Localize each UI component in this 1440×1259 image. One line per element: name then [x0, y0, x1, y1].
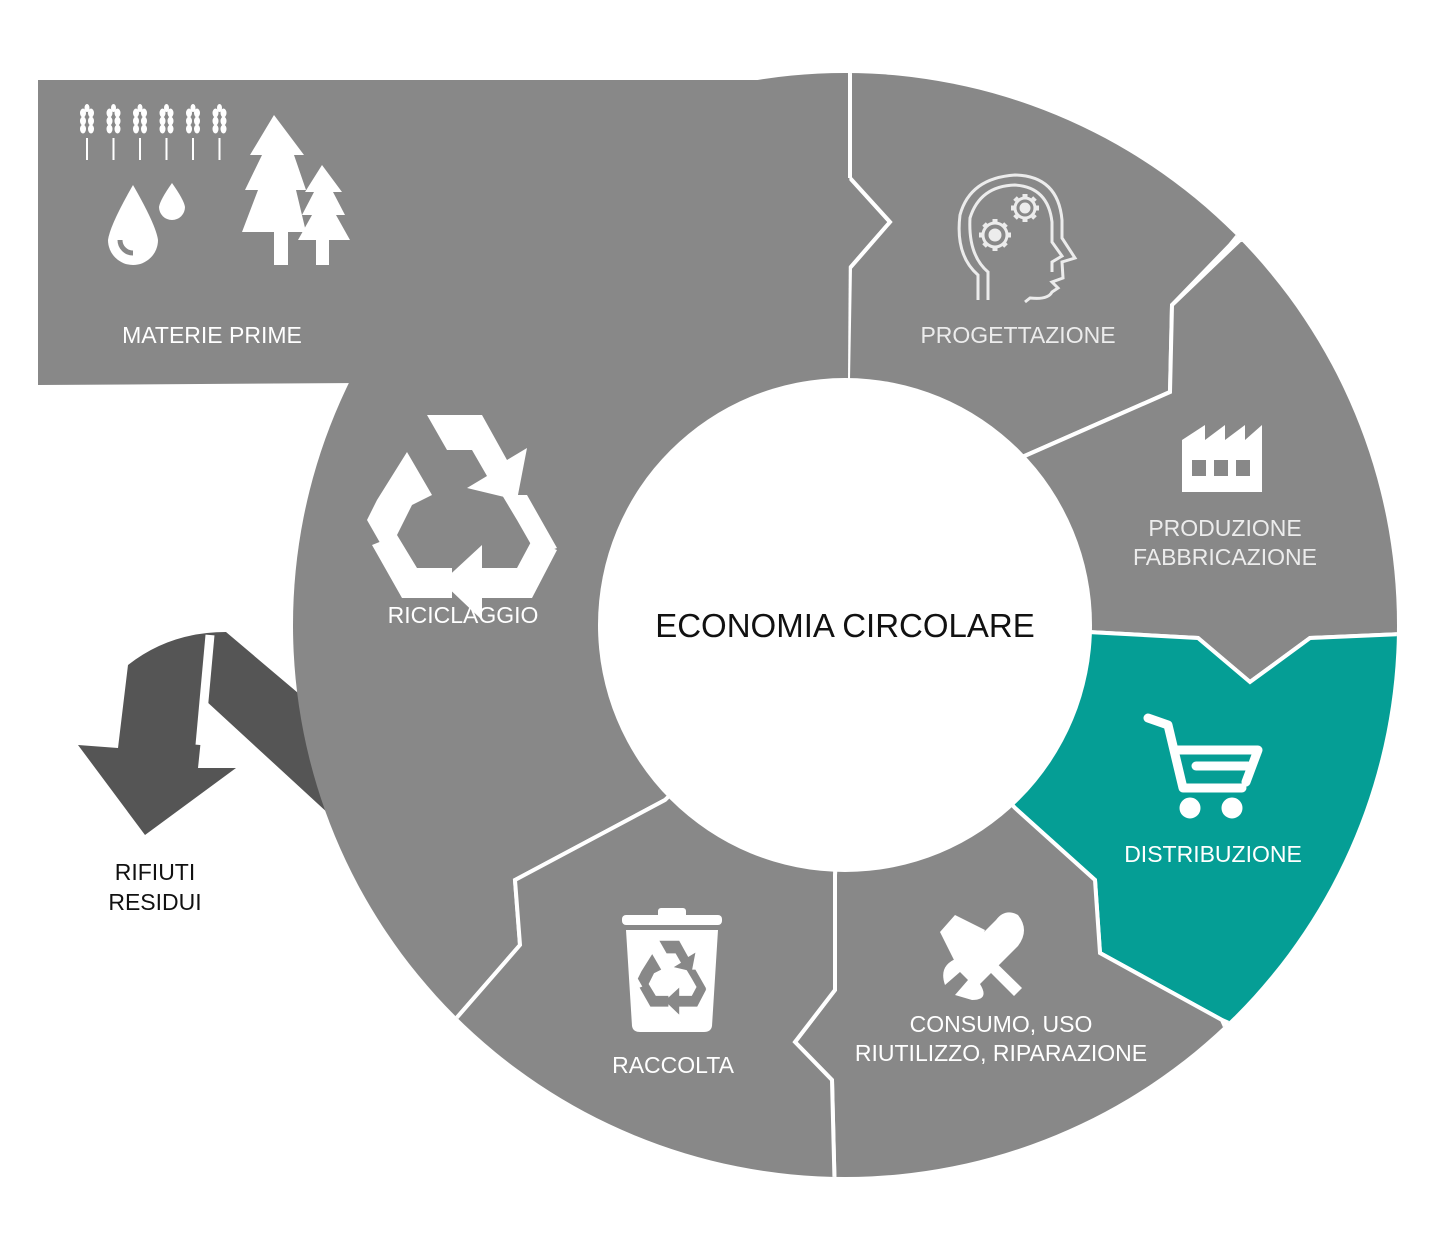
wheat-stalk [212, 104, 227, 160]
label-consumo-line1: CONSUMO, USO [910, 1011, 1093, 1037]
factory-icon [1182, 425, 1262, 492]
wheat-stalk [186, 104, 200, 160]
wheat-water-trees-icon [80, 104, 350, 265]
label-progettazione: PROGETTAZIONE [920, 322, 1115, 348]
shopping-cart-icon [1143, 713, 1263, 819]
label-rifiuti-line2: RESIDUI [108, 889, 201, 915]
recycle-bin-icon [622, 908, 722, 1032]
head-gears-icon [957, 173, 1078, 304]
center-title: ECONOMIA CIRCOLARE [655, 607, 1035, 644]
label-consumo-line2: RIUTILIZZO, RIPARAZIONE [855, 1040, 1147, 1066]
center-circle [598, 378, 1092, 872]
label-produzione-line2: FABBRICAZIONE [1133, 544, 1317, 570]
wheat-stalk [80, 104, 94, 160]
label-produzione-line1: PRODUZIONE [1148, 515, 1301, 541]
label-raccolta: RACCOLTA [612, 1052, 734, 1078]
waste-arrow [78, 632, 330, 835]
label-riciclaggio: RICICLAGGIO [388, 602, 539, 628]
down-arrow-icon [78, 632, 330, 835]
wheat-stalk [133, 104, 147, 160]
label-materie-prime: MATERIE PRIME [122, 322, 302, 348]
wheat-stalk [159, 104, 174, 160]
segment-materie-prime [38, 80, 850, 385]
label-distribuzione: DISTRIBUZIONE [1124, 841, 1302, 867]
wrench-hammer-icon [940, 912, 1024, 1000]
wheat-stalk [106, 104, 121, 160]
label-rifiuti-line1: RIFIUTI [115, 859, 196, 885]
